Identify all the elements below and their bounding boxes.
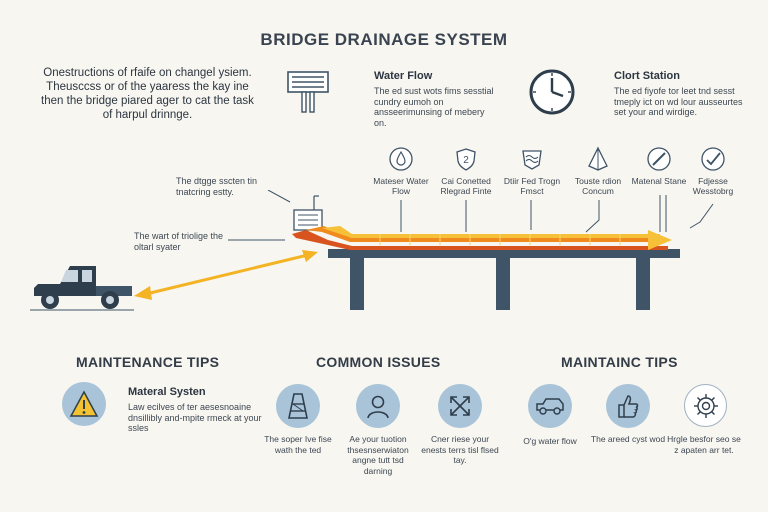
component-label: Touste rdion Concum: [574, 176, 622, 196]
common-issues-heading: COMMON ISSUES: [316, 354, 441, 370]
component-label: Matenal Stane: [631, 176, 687, 186]
truck-illustration: [30, 266, 134, 311]
tip-text: Hrgle besfor seo se z apaten arr tet.: [667, 434, 741, 455]
station-heading: Clort Station: [614, 70, 680, 82]
intro-text: Onestructions of rfaife on changel ysiem…: [41, 67, 254, 121]
station-text: The ed fiyofe tor leet tnd sesst tmeply …: [614, 86, 743, 117]
pencil-icon: [647, 147, 671, 171]
water-flow-text: The ed sust wots fims sesstial cundry eu…: [374, 86, 494, 128]
check-icon: [701, 147, 725, 171]
outlet-annotation: The wart of triolige the oltarl syater: [134, 231, 224, 252]
maintaining-tips-heading: MAINTAINC TIPS: [561, 354, 678, 370]
svg-text:2: 2: [463, 155, 469, 166]
drainage-station-annotation: The dtgge sscten tin tnatcring estty.: [176, 176, 258, 197]
issue-text: Cner riese your enests terrs tisl flsed …: [421, 434, 499, 465]
tip-text: The areed cyst wod: [590, 434, 666, 444]
tip-text: O'g water flow: [523, 436, 577, 446]
waves-icon: [522, 150, 542, 170]
maintenance-tips-heading: MAINTENANCE TIPS: [76, 354, 220, 370]
page-title: BRIDGE DRAINAGE SYSTEM: [260, 30, 508, 49]
thumbsup-icon: [606, 384, 650, 428]
component-label: Fdjesse Wesstobrg: [692, 176, 734, 196]
tower-icon: [276, 384, 320, 428]
water-flow-heading: Water Flow: [374, 70, 433, 82]
bridge-diagram: [134, 190, 714, 310]
warning-icon: [62, 382, 106, 426]
component-label: Cai Conetted Rlegrad Finte: [440, 176, 492, 196]
maintenance-item-text: Law ecilves of ter aesesnoaine dnsillibl…: [128, 402, 262, 433]
person-icon: [356, 384, 400, 428]
issue-text: The soper Ive fise wath the ted: [264, 434, 332, 455]
clock-icon: [529, 69, 575, 115]
component-label: Dtiir Fed Trogn Fmsct: [503, 176, 561, 196]
funnel-icon: [588, 146, 608, 171]
truck-icon: [528, 384, 572, 428]
drain-inlet: [293, 195, 323, 231]
gear-icon: [684, 384, 727, 427]
arrows-icon: [438, 384, 482, 428]
shield-icon: 2: [456, 148, 476, 171]
component-label: Mateser Water Flow: [373, 176, 429, 196]
issue-text: Ae your tuotion thsesnserwiaton angne tu…: [347, 434, 409, 476]
drop-icon: [389, 147, 413, 171]
grate-icon: [287, 71, 329, 113]
maintenance-item-heading: Materal Systen: [128, 386, 206, 398]
